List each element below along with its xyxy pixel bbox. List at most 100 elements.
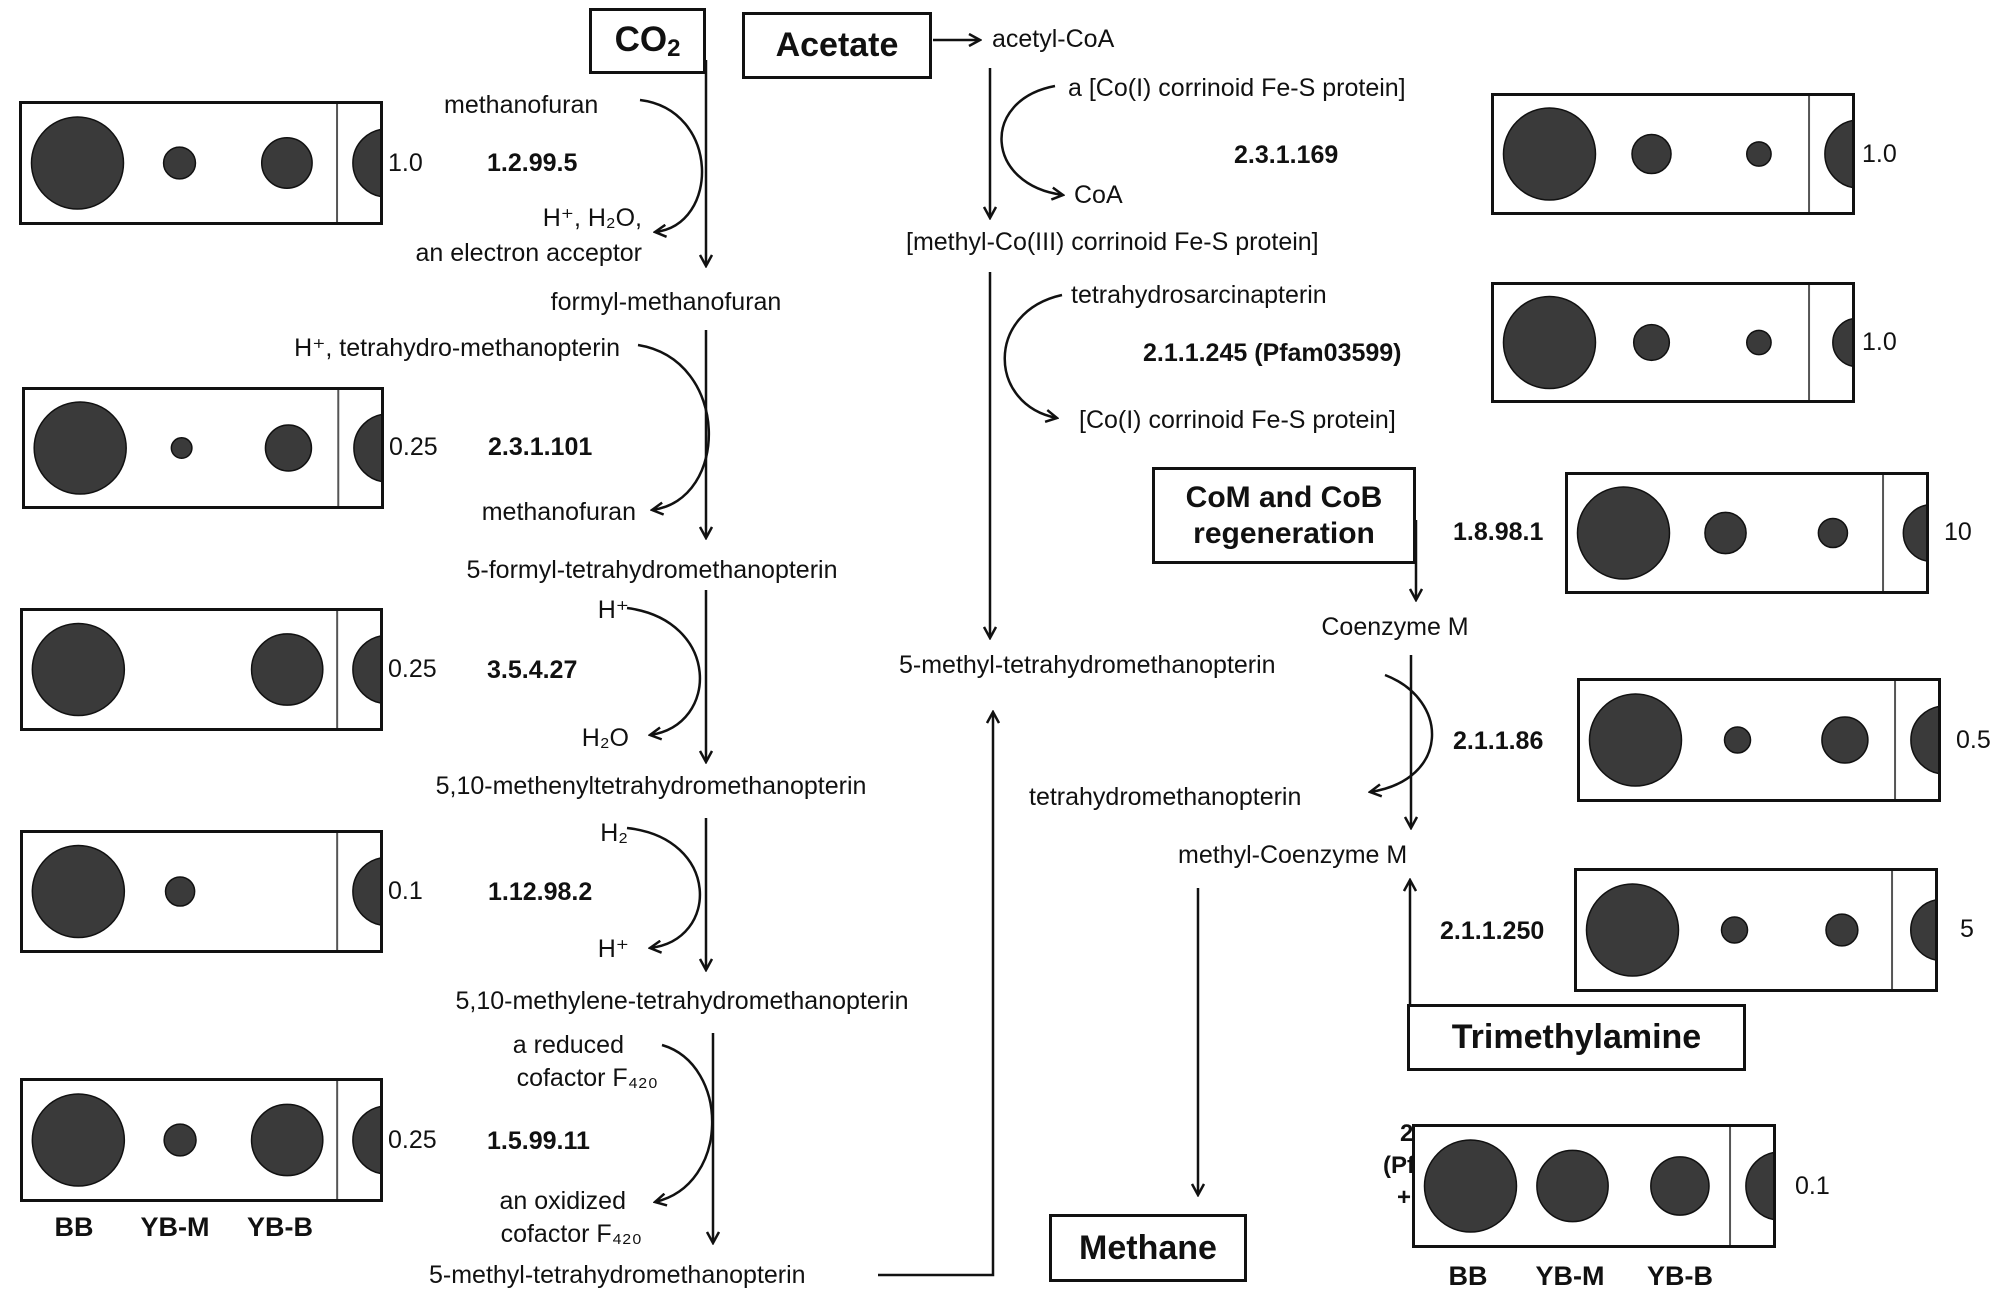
curve-h-plus: [626, 606, 702, 735]
circle-yb-m: [1631, 133, 1672, 175]
circle-yb-m: [170, 436, 193, 460]
expression-box-2-3-1-169: [1491, 93, 1855, 215]
circle-scale-reference: [1910, 705, 1938, 775]
label-methyl-co-iii: [methyl-Co(III) corrinoid Fe-S protein]: [906, 228, 1319, 256]
scale-3-5-4-27: 0.25: [388, 655, 437, 683]
circle-scale-reference: [1824, 119, 1852, 189]
ec-label-3-5-4-27: 3.5.4.27: [487, 656, 578, 684]
scale-2-1-1-250: 5: [1960, 915, 1974, 943]
label-reduced-2: cofactor F₄₂₀: [516, 1064, 658, 1092]
label-products-1b: an electron acceptor: [415, 239, 642, 267]
circle-yb-b: [1745, 141, 1772, 167]
label-h-thmpt: H⁺, tetrahydro-methanopterin: [294, 334, 620, 362]
circle-bb: [31, 844, 126, 939]
expression-circles: [31, 833, 380, 950]
label-methyl-thmpt-left: 5-methyl-tetrahydromethanopterin: [429, 1261, 806, 1289]
com-cob-box: CoM and CoB regeneration: [1152, 467, 1416, 564]
acetate-box: Acetate: [742, 12, 932, 79]
expression-circles: [33, 390, 381, 506]
circle-yb-b: [1650, 1156, 1710, 1216]
circle-yb-b: [1821, 716, 1869, 764]
ec-label-1-8-98-1: 1.8.98.1: [1453, 518, 1544, 546]
label-methenyl: 5,10-methenyltetrahydromethanopterin: [435, 772, 867, 800]
label-acetyl-coa: acetyl-CoA: [992, 25, 1115, 53]
ec-label-2-3-1-169: 2.3.1.169: [1234, 141, 1339, 169]
expression-circles: [31, 1081, 380, 1199]
label-reduced-1: a reduced: [512, 1031, 624, 1059]
circle-yb-m: [162, 146, 197, 180]
scale-2-1-1-245: 1.0: [1862, 328, 1897, 356]
curve-co-i: [1000, 84, 1063, 195]
circle-scale-reference: [352, 1105, 380, 1175]
circle-bb: [31, 622, 126, 717]
scale-2-1-1-86: 0.5: [1956, 726, 1991, 754]
circle-bb: [33, 401, 127, 495]
circle-scale-reference: [352, 857, 380, 926]
circle-bb: [1585, 883, 1680, 977]
scale-1-2-99-5: 1.0: [388, 149, 423, 177]
expression-circles: [1502, 285, 1852, 400]
scale-1-5-99-11: 0.25: [388, 1126, 437, 1154]
legend-right-ybb: YB-B: [1647, 1261, 1713, 1291]
label-methylene: 5,10-methylene-tetrahydromethanopterin: [455, 987, 909, 1015]
label-formyl-methanofuran: formyl-methanofuran: [550, 288, 782, 316]
circle-bb: [30, 116, 125, 210]
expression-box-2-1-1-250: [1574, 868, 1938, 992]
expression-circles: [1502, 96, 1852, 212]
label-thmpt: tetrahydromethanopterin: [1029, 783, 1302, 811]
ec-label-2-1-1-86: 2.1.1.86: [1453, 727, 1544, 755]
legend-right-bb: BB: [1448, 1261, 1488, 1291]
legend-right-ybm: YB-M: [1535, 1261, 1605, 1291]
circle-yb-m: [163, 1123, 197, 1157]
co2-label: CO2: [614, 19, 681, 62]
circle-scale-reference: [352, 128, 380, 198]
arrow-left-methyl-to-center: [878, 712, 993, 1277]
circle-scale-reference: [352, 635, 380, 704]
acetate-label: Acetate: [775, 26, 899, 65]
label-coenzyme-m: Coenzyme M: [1321, 613, 1469, 641]
label-methyl-thmpt-center: 5-methyl-tetrahydromethanopterin: [899, 651, 1276, 679]
expression-box-1-12-98-2: [20, 830, 383, 953]
legend-left-bb: BB: [54, 1212, 94, 1242]
circle-yb-b: [250, 633, 324, 706]
curve-h2: [626, 826, 702, 948]
circle-yb-m: [1720, 916, 1749, 944]
circle-yb-b: [260, 137, 313, 189]
label-oxidized-1: an oxidized: [499, 1187, 626, 1215]
circle-yb-b: [1817, 517, 1849, 549]
scale-1-8-98-1: 10: [1944, 518, 1972, 546]
circle-scale-reference: [1910, 899, 1935, 961]
trimethylamine-box: Trimethylamine: [1407, 1004, 1746, 1071]
label-methanofuran-out: methanofuran: [481, 498, 636, 526]
circle-yb-b: [1825, 913, 1859, 947]
circle-bb: [1588, 693, 1683, 787]
circle-yb-m: [1704, 511, 1747, 555]
curve-methanofuran: [639, 98, 704, 232]
label-co-i-in: a [Co(I) corrinoid Fe-S protein]: [1068, 74, 1406, 102]
scale-2-3-1-169: 1.0: [1862, 140, 1897, 168]
expression-box-2-1-1-245: [1491, 282, 1855, 403]
expression-circles: [1585, 871, 1935, 989]
legend-left-ybm: YB-M: [140, 1212, 210, 1242]
label-formyl-thmpt: 5-formyl-tetrahydromethanopterin: [466, 556, 838, 584]
legend-left-ybb: YB-B: [247, 1212, 313, 1242]
label-oxidized-2: cofactor F₄₂₀: [500, 1220, 642, 1248]
circle-bb: [1502, 107, 1597, 201]
scale-2-3-1-101: 0.25: [389, 433, 438, 461]
circle-scale-reference: [1902, 504, 1926, 562]
label-coa: CoA: [1074, 181, 1123, 209]
label-h2: H₂: [600, 819, 628, 847]
expression-box-3-5-4-27: [20, 608, 383, 731]
co2-box: CO2: [589, 8, 706, 74]
expression-box-1-5-99-11: [20, 1078, 383, 1202]
circle-yb-m: [1536, 1149, 1609, 1223]
ec-label-1-2-99-5: 1.2.99.5: [487, 149, 578, 177]
circle-bb: [1502, 295, 1597, 390]
methane-label: Methane: [1079, 1228, 1217, 1267]
label-methyl-com: methyl-Coenzyme M: [1178, 841, 1408, 869]
scale-2-8-4-1: 0.1: [1795, 1172, 1830, 1200]
curve-f420: [655, 1043, 714, 1202]
ec-label-2-3-1-101: 2.3.1.101: [488, 433, 593, 461]
